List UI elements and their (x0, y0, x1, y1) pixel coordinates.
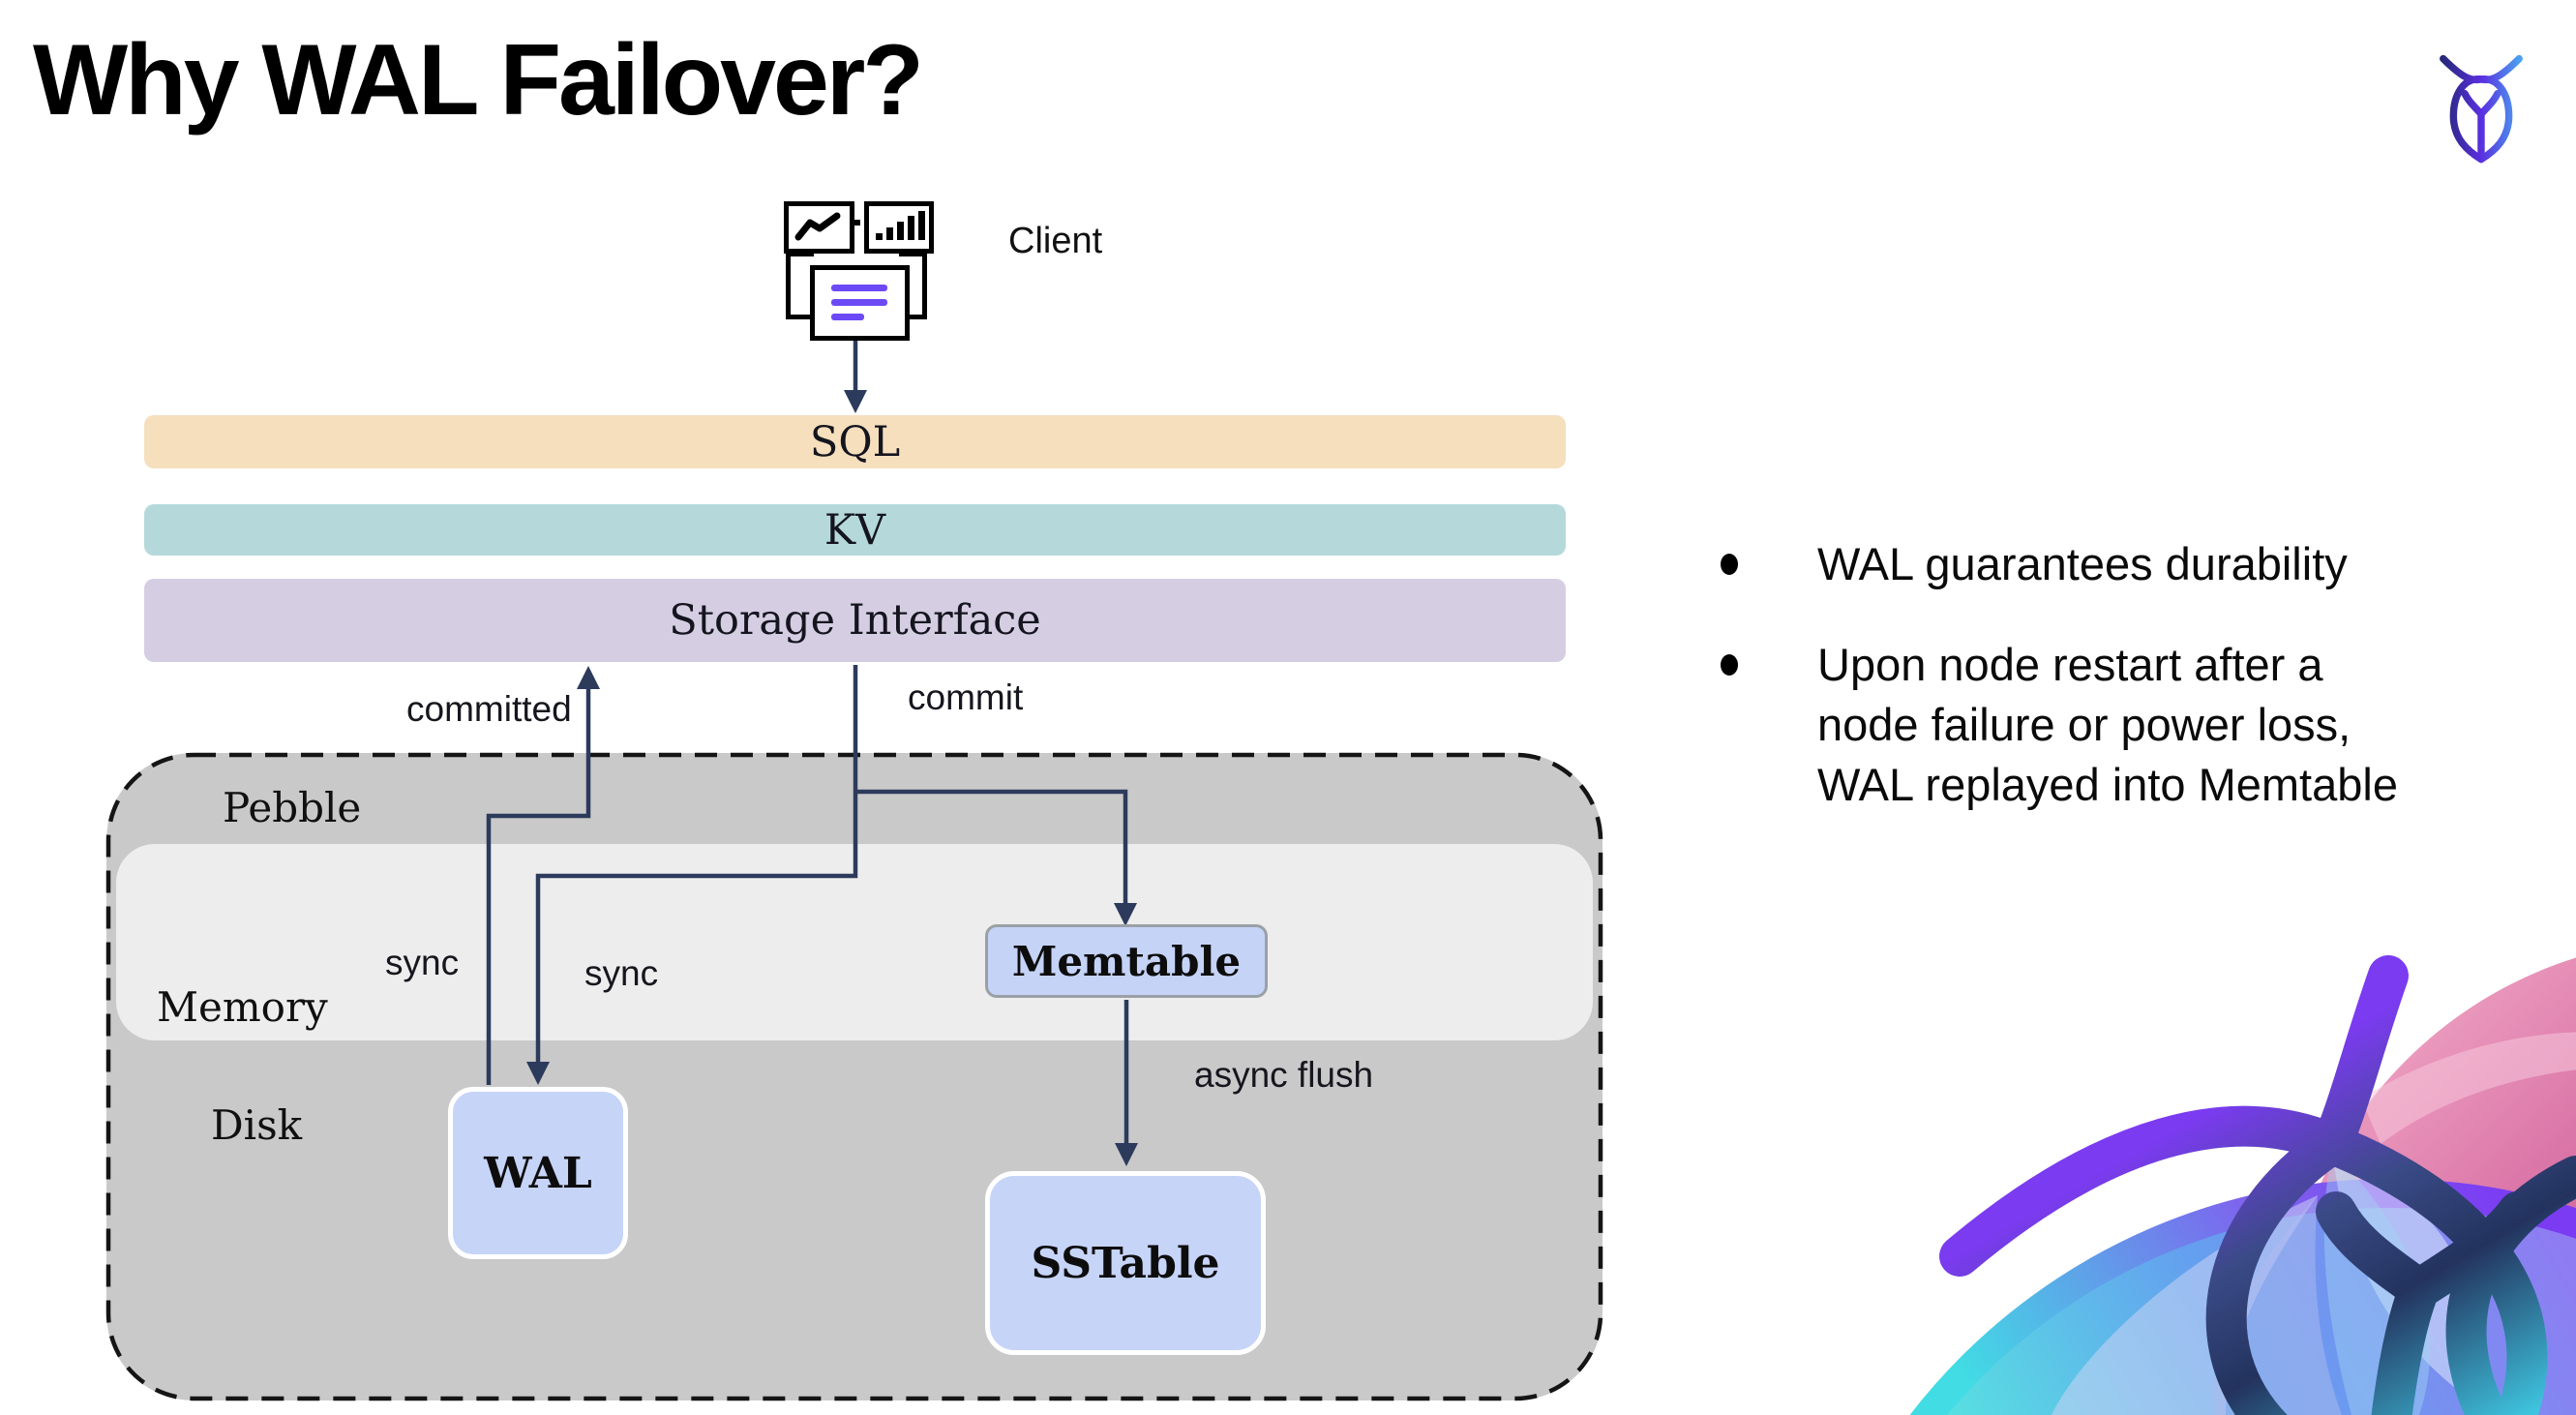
arrowhead-down-sql (844, 390, 867, 413)
pink-circle (2284, 957, 2576, 1415)
node-wal: WAL (448, 1087, 628, 1259)
bracket-right-icon (899, 252, 927, 319)
dash-connector (850, 220, 860, 226)
layer-sql: SQL (144, 415, 1566, 468)
arrowhead-up-storage (577, 666, 600, 689)
sync-right-edge-label: sync (584, 953, 659, 993)
bullet-text: Upon node restart after a node failure o… (1817, 635, 2398, 815)
bullet-line: node failure or power loss, (1817, 699, 2351, 750)
doc-text-line (831, 314, 864, 320)
page-title: Why WAL Failover? (33, 24, 924, 136)
bar-chart-icon (864, 201, 934, 254)
memory-label: Memory (157, 983, 328, 1031)
async-flush-edge-label: async flush (1194, 1055, 1374, 1095)
bullet-item: Upon node restart after a node failure o… (1695, 635, 2557, 815)
node-wal-label: WAL (484, 1148, 592, 1198)
commit-edge-label: commit (908, 677, 1024, 717)
bullet-dot (1721, 654, 1738, 676)
layer-sql-label: SQL (809, 417, 901, 467)
committed-edge-label: committed (406, 689, 572, 729)
doc-text-line (831, 299, 887, 306)
line-chart-icon (784, 201, 854, 254)
giant-cockroach-mark (1939, 955, 2576, 1415)
bullet-list: WAL guarantees durability Upon node rest… (1695, 534, 2557, 815)
bracket-left-icon (786, 252, 814, 319)
memory-band (116, 844, 1593, 1040)
disk-label: Disk (211, 1101, 303, 1149)
bullet-line: WAL replayed into Memtable (1817, 759, 2398, 810)
doc-text-line (831, 285, 887, 291)
bullet-line: Upon node restart after a (1817, 639, 2323, 690)
bullet-item: WAL guarantees durability (1695, 534, 2557, 594)
bullet-line: WAL guarantees durability (1817, 538, 2348, 589)
bullet-dot (1721, 554, 1738, 575)
sync-left-edge-label: sync (385, 943, 460, 982)
node-memtable: Memtable (985, 924, 1268, 998)
node-sstable-label: SSTable (1031, 1238, 1220, 1288)
bullet-text: WAL guarantees durability (1817, 534, 2348, 594)
node-memtable-label: Memtable (1011, 937, 1242, 985)
node-sstable: SSTable (985, 1171, 1266, 1355)
cockroachdb-logo-icon (2440, 54, 2523, 164)
blue-circle (1909, 1179, 2576, 1415)
layer-kv-label: KV (824, 505, 886, 555)
document-icon (810, 265, 910, 341)
pebble-label: Pebble (223, 784, 362, 831)
layer-storage-interface: Storage Interface (144, 579, 1566, 662)
client-label: Client (1008, 221, 1103, 261)
layer-storage-label: Storage Interface (669, 596, 1041, 645)
layer-kv: KV (144, 504, 1566, 556)
